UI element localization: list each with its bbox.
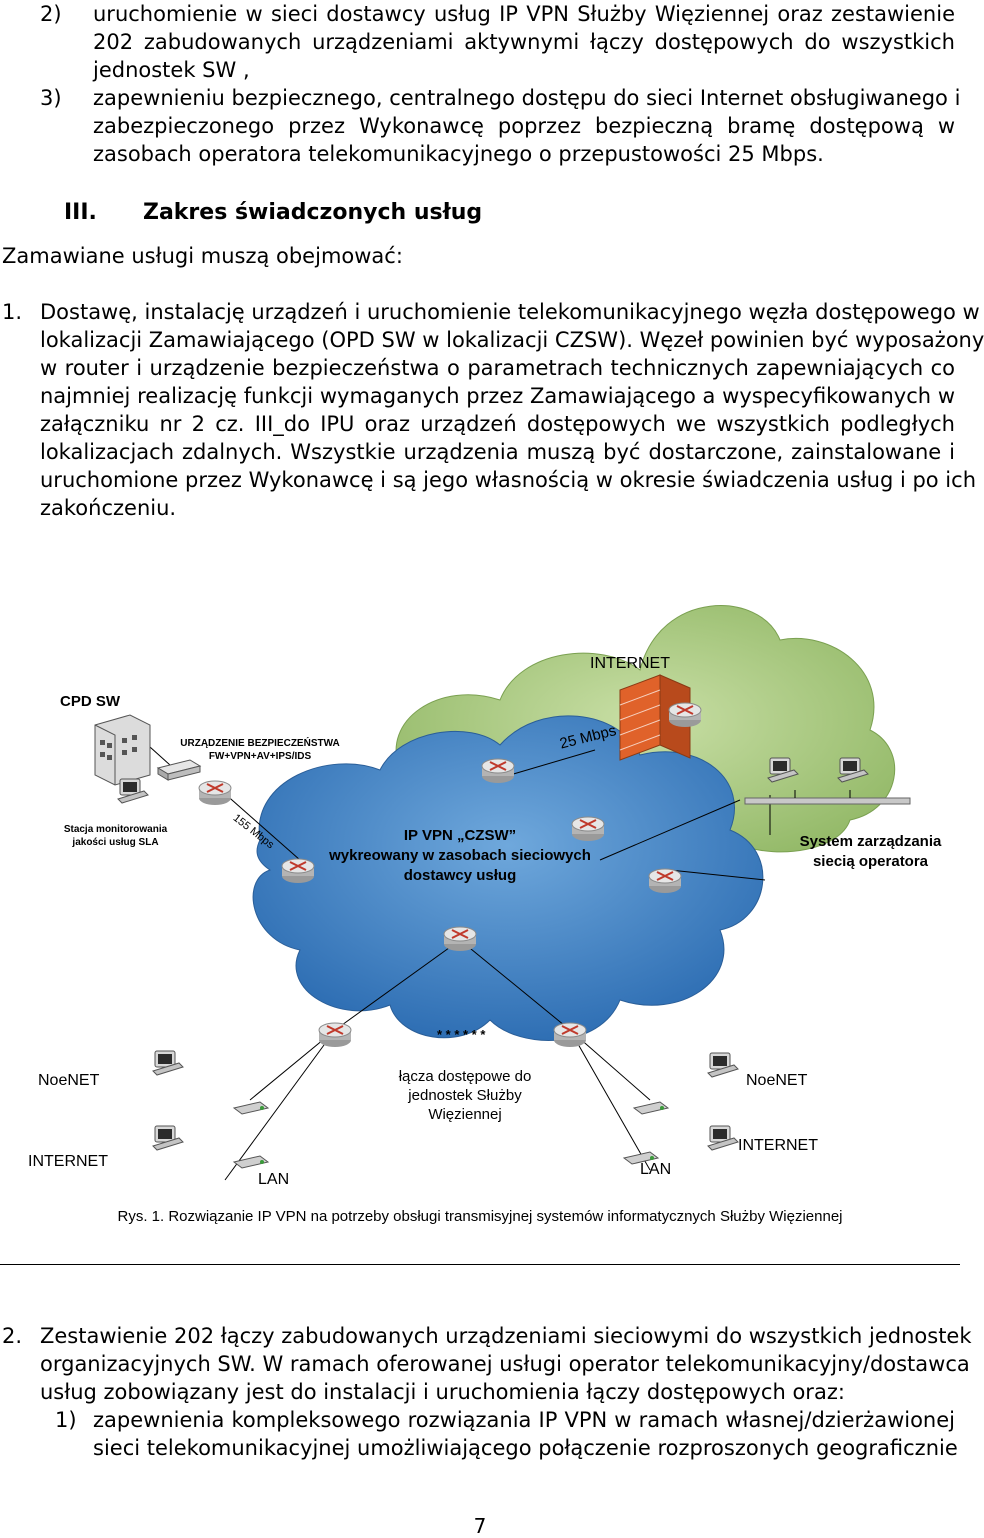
sub-item-1-line-2: sieci telekomunikacyjnej umożliwiającego… [93, 1436, 958, 1460]
security-device-label-line-2: FW+VPN+AV+IPS/IDS [208, 751, 312, 762]
section-number: III. [64, 200, 97, 225]
list-item-3-line-3: zasobach operatora telekomunikacyjnego o… [93, 142, 824, 166]
access-modem-icon [233, 1155, 269, 1169]
monitoring-computer-icon [117, 778, 149, 804]
lan-left-label: LAN [258, 1171, 290, 1188]
internet-label: INTERNET [590, 655, 670, 672]
access-links-label-line-2: jednostek Służby [408, 1087, 522, 1104]
network-diagram-graphic [94, 605, 911, 1181]
list-number-3: 3) [40, 86, 62, 110]
router-icon [198, 780, 232, 806]
access-links-label-line-3: Więziennej [428, 1106, 502, 1123]
sub-item-1-number: 1) [55, 1408, 77, 1432]
page-number: 7 [473, 1514, 487, 1538]
vpn-cloud [252, 715, 764, 1041]
vpn-cloud-label-line-2: wykreowany w zasobach sieciowych [329, 847, 591, 864]
horizontal-rule [0, 1264, 960, 1265]
list-number-2: 2) [40, 2, 62, 26]
item-1-line-3: w router i urządzenie bezpieczeństwa o p… [40, 356, 955, 380]
item-2-line-2: organizacyjnych SW. W ramach oferowanej … [40, 1352, 970, 1376]
item-1-line-1: Dostawę, instalację urządzeń i uruchomie… [40, 300, 980, 324]
monitoring-station-label: Stacja monitorowania jakości usług SLA [48, 823, 183, 849]
internet-left-label: INTERNET [28, 1153, 108, 1170]
vpn-cloud-label-line-1: IP VPN „CZSW” [403, 827, 517, 844]
computer-icon [707, 1125, 739, 1151]
management-bus [744, 790, 911, 805]
cpd-label: CPD SW [60, 693, 120, 710]
security-device-label-line-1: URZĄDZENIE BEZPIECZEŃSTWA [180, 738, 340, 749]
sub-item-1-line-1: zapewnienia kompleksowego rozwiązania IP… [93, 1408, 955, 1432]
router-icon [443, 926, 477, 952]
computer-icon [152, 1125, 184, 1151]
router-icon [648, 868, 682, 894]
security-device-label: URZĄDZENIE BEZPIECZEŃSTWA FW+VPN+AV+IPS/… [170, 737, 350, 763]
vpn-cloud-label-line-3: dostawcy usług [403, 867, 517, 884]
network-diagram: INTERNET CPD SW URZĄDZENIE BEZPIECZEŃSTW… [0, 580, 960, 1200]
item-1-line-8: zakończeniu. [40, 496, 177, 520]
list-item-2-line-3: jednostek SW , [93, 58, 250, 82]
item-1-line-2: lokalizacji Zamawiającego (OPD SW w loka… [40, 328, 984, 352]
access-links-label: łącza dostępowe do jednostek Służby Więz… [375, 1067, 555, 1124]
computer-icon [707, 1052, 739, 1078]
list-item-3-line-2: zabezpieczonego przez Wykonawcę poprzez … [93, 114, 955, 138]
management-system-label: System zarządzania siecią operatora [778, 832, 963, 872]
computer-icon [152, 1050, 184, 1076]
section-title: Zakres świadczonych usług [143, 200, 483, 225]
noenet-right-label: NoeNET [746, 1072, 808, 1089]
item-1-line-5: załączniku nr 2 cz. III_do IPU oraz urzą… [40, 412, 955, 436]
item-2-line-1: Zestawienie 202 łączy zabudowanych urząd… [40, 1324, 972, 1348]
router-icon [553, 1022, 587, 1048]
router-icon [668, 702, 702, 728]
management-system-label-line-2: siecią operatora [812, 853, 929, 870]
access-modem-icon [233, 1101, 269, 1115]
item-2-line-3: usług zobowiązany jest do instalacji i u… [40, 1380, 845, 1404]
item-1-line-6: lokalizacjach zdalnych. Wszystkie urządz… [40, 440, 955, 464]
list-item-3-line-1: zapewnieniu bezpiecznego, centralnego do… [93, 86, 961, 110]
data-center-building [94, 714, 151, 786]
item-2-number: 2. [2, 1324, 23, 1348]
figure-caption: Rys. 1. Rozwiązanie IP VPN na potrzeby o… [117, 1208, 843, 1225]
list-item-2-line-2: 202 zabudowanych urządzeniami aktywnymi … [93, 30, 955, 54]
router-icon [481, 758, 515, 784]
monitoring-station-label-line-1: Stacja monitorowania [63, 824, 168, 835]
lan-right-label: LAN [640, 1161, 672, 1178]
monitoring-station-label-line-2: jakości usług SLA [72, 837, 159, 848]
item-1-line-4: najmniej realizację funkcji wymaganych p… [40, 384, 955, 408]
firewall-icon [619, 674, 691, 761]
vpn-cloud-label: IP VPN „CZSW” wykreowany w zasobach siec… [310, 826, 610, 886]
list-item-2-line-1: uruchomienie w sieci dostawcy usług IP V… [93, 2, 955, 26]
section-intro: Zamawiane usługi muszą obejmować: [2, 244, 403, 268]
security-appliance [156, 759, 202, 781]
internet-right-label: INTERNET [738, 1137, 818, 1154]
router-icon [318, 1022, 352, 1048]
item-1-line-7: uruchomione przez Wykonawcę i są jego wł… [40, 468, 976, 492]
access-links-label-line-1: łącza dostępowe do [398, 1068, 532, 1085]
access-modem-icon [633, 1101, 669, 1115]
item-1-number: 1. [2, 300, 23, 324]
management-system-label-line-1: System zarządzania [799, 833, 942, 850]
ellipsis-label: * * * * * * [437, 1027, 486, 1042]
noenet-left-label: NoeNET [38, 1072, 100, 1089]
